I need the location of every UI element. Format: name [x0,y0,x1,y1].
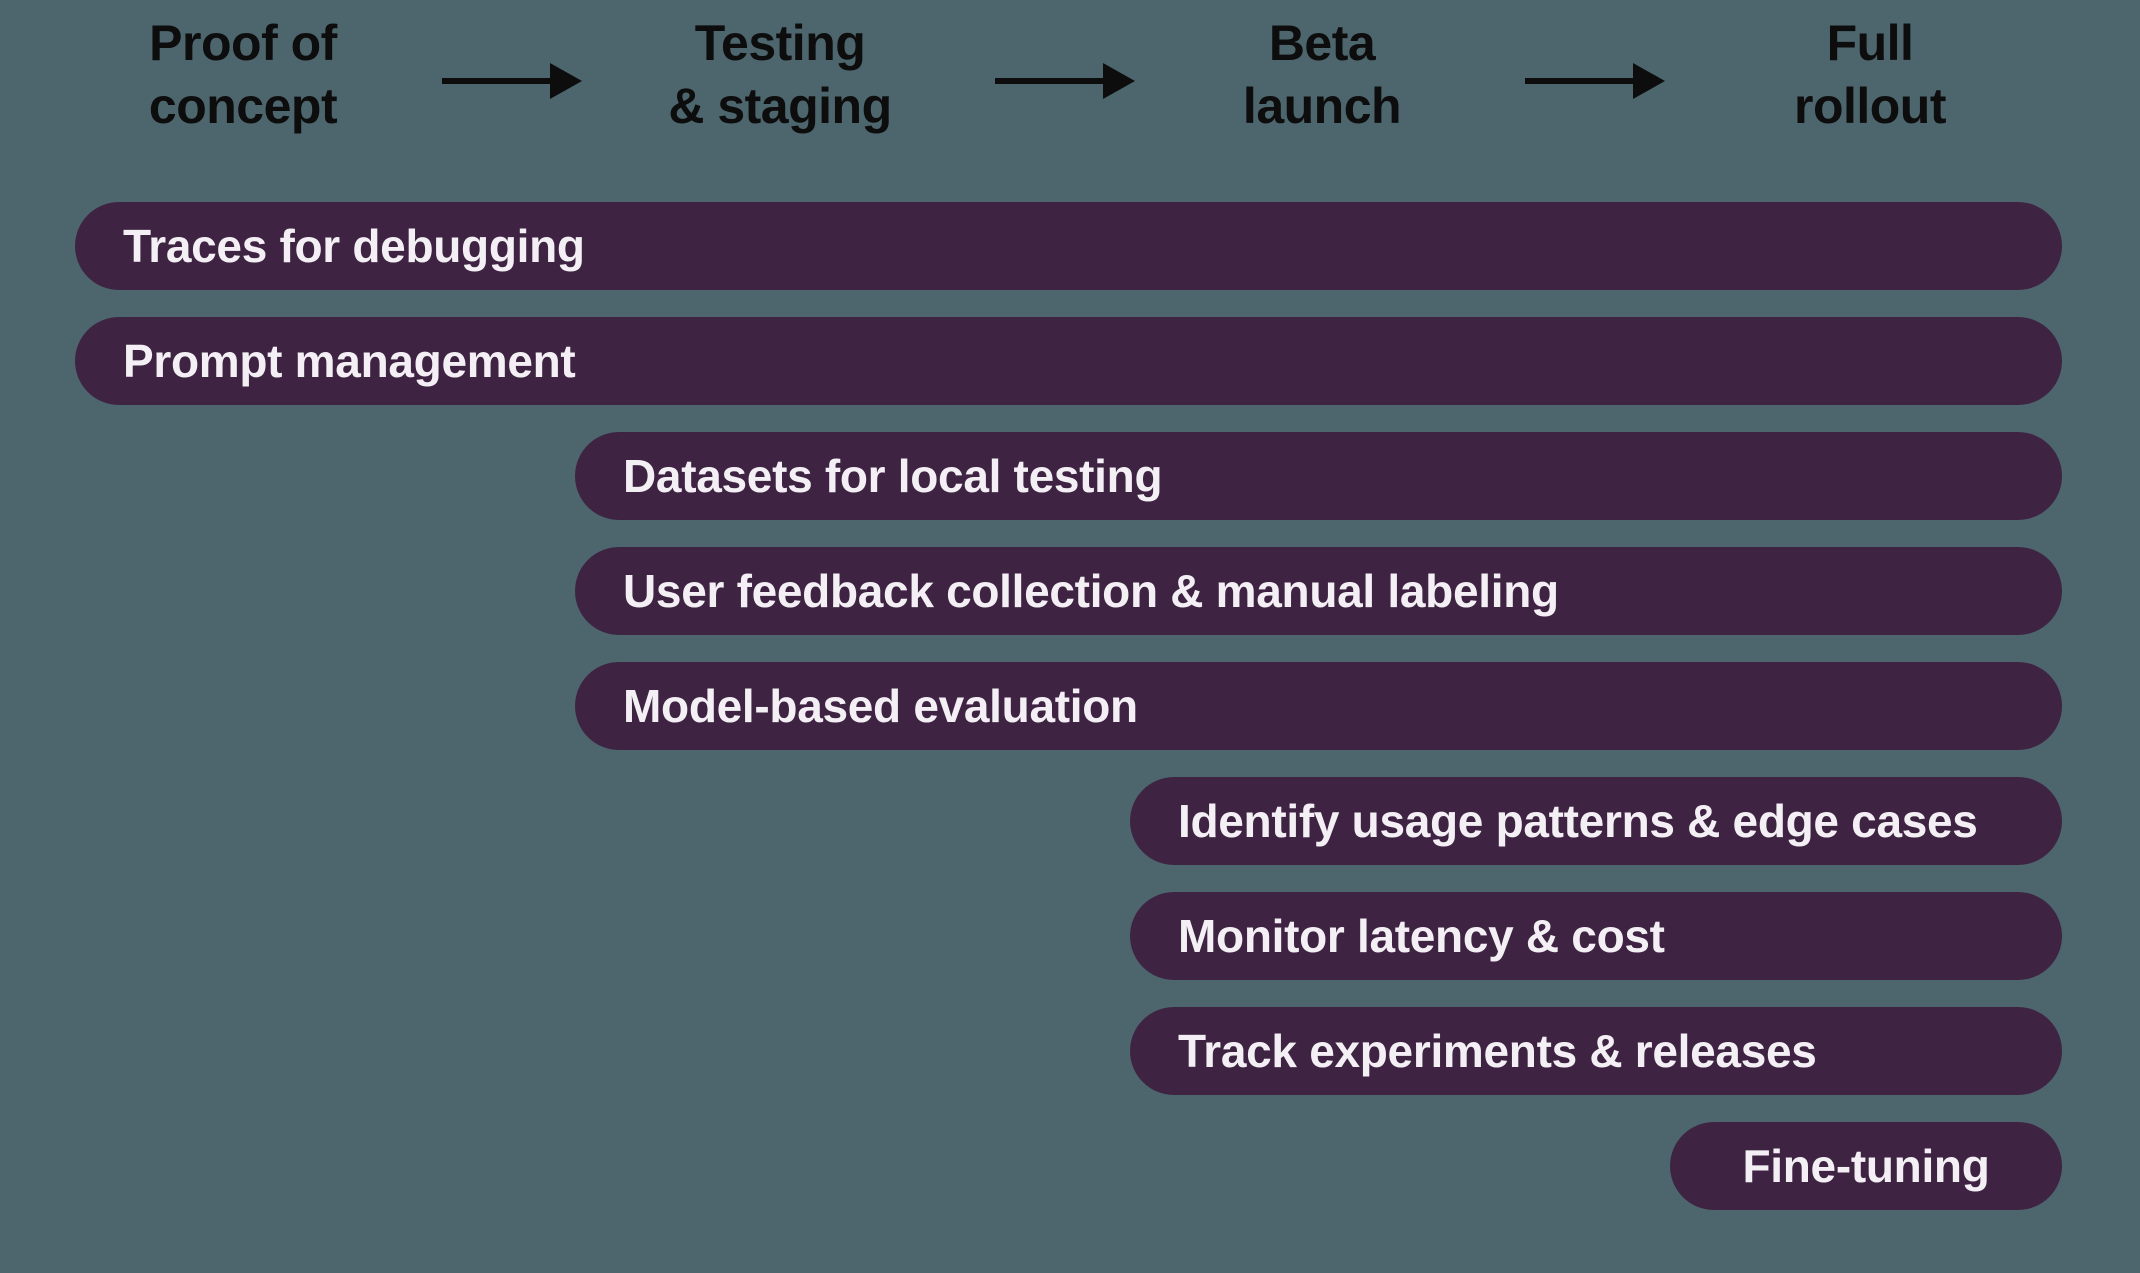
stage-label-line: Proof of [149,15,337,71]
timeline-bar-label: Model-based evaluation [623,680,1138,732]
stage-label-line: & staging [668,78,892,134]
stage-testing-staging: Testing & staging [550,12,1010,138]
timeline-bar-label: Datasets for local testing [623,450,1163,502]
timeline-bar: Model-based evaluation [575,662,2062,750]
arrow-right-icon [1525,63,1665,99]
stage-label-line: rollout [1793,78,1947,134]
timeline-bar-label: Prompt management [123,335,576,387]
timeline-bar: Datasets for local testing [575,432,2062,520]
timeline-bar-label: Identify usage patterns & edge cases [1178,795,1978,847]
timeline-bar: Track experiments & releases [1130,1007,2062,1095]
arrow-right-icon [442,63,582,99]
stage-proof-of-concept: Proof of concept [13,12,473,138]
timeline-bar: User feedback collection & manual labeli… [575,547,2062,635]
timeline-bar: Monitor latency & cost [1130,892,2062,980]
stage-label-line: Full [1826,15,1914,71]
stage-beta-launch: Beta launch [1092,12,1552,138]
timeline-bar-label: User feedback collection & manual labeli… [623,565,1559,617]
timeline-bar: Traces for debugging [75,202,2062,290]
stage-label-line: concept [148,78,338,134]
stage-label-line: Testing [694,15,866,71]
stage-full-rollout: Full rollout [1640,12,2100,138]
timeline-bar: Identify usage patterns & edge cases [1130,777,2062,865]
timeline-bar-label: Traces for debugging [123,220,585,272]
timeline-bar: Prompt management [75,317,2062,405]
stage-label-line: launch [1242,78,1402,134]
timeline-bar: Fine-tuning [1670,1122,2062,1210]
timeline-bar-label: Monitor latency & cost [1178,910,1665,962]
timeline-bar-label: Track experiments & releases [1178,1025,1817,1077]
arrow-right-icon [995,63,1135,99]
stage-label-line: Beta [1268,15,1376,71]
timeline-bar-label: Fine-tuning [1742,1140,1990,1192]
